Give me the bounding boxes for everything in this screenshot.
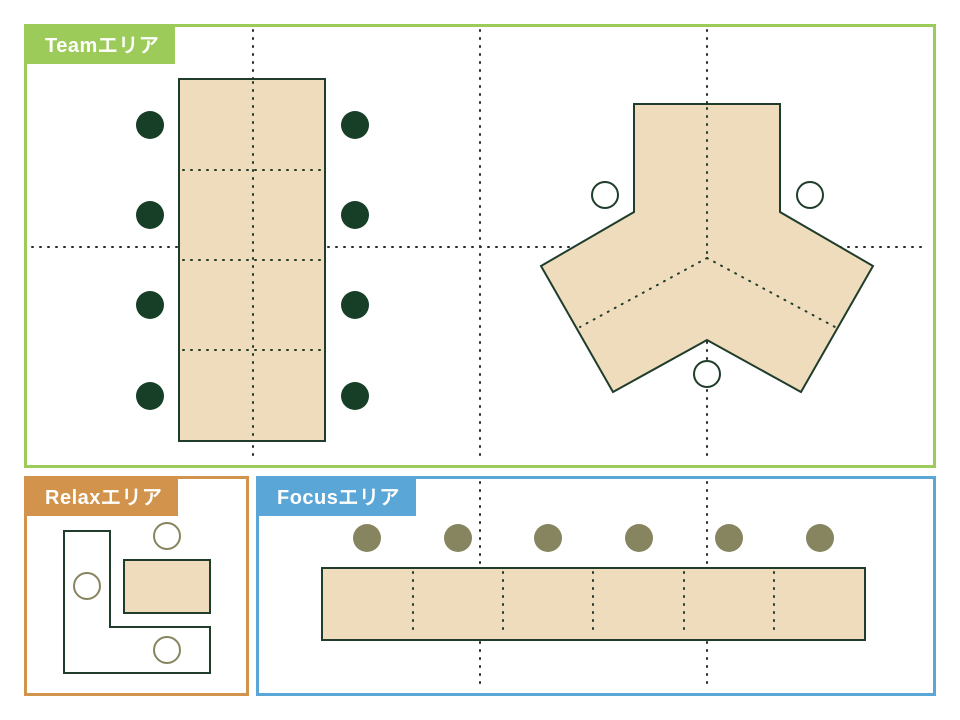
focus-zone-label: Focusエリア	[259, 479, 416, 516]
relax-zone: Relaxエリア	[24, 476, 249, 696]
seat	[444, 524, 472, 552]
seat	[136, 382, 164, 410]
team-open-seats	[591, 181, 824, 388]
team-zone: Teamエリア	[24, 24, 936, 468]
focus-seats	[353, 524, 834, 552]
seat	[715, 524, 743, 552]
seat	[806, 524, 834, 552]
seat	[136, 291, 164, 319]
open-seat	[153, 636, 181, 664]
team-y-table	[539, 103, 875, 394]
team-zone-label: Teamエリア	[27, 27, 176, 64]
seat	[341, 291, 369, 319]
relax-l-counter	[63, 530, 211, 674]
open-seat	[796, 181, 824, 209]
seat	[353, 524, 381, 552]
seat	[341, 382, 369, 410]
team-long-table	[178, 78, 326, 442]
open-seat	[153, 522, 181, 550]
seat	[341, 111, 369, 139]
open-seat	[591, 181, 619, 209]
seat	[625, 524, 653, 552]
relax-zone-label: Relaxエリア	[27, 479, 179, 516]
relax-open-seats	[73, 522, 181, 664]
seat	[534, 524, 562, 552]
seat	[136, 111, 164, 139]
seat	[341, 201, 369, 229]
focus-zone: Focusエリア	[256, 476, 936, 696]
team-seats	[136, 111, 369, 410]
open-seat	[73, 572, 101, 600]
focus-counter	[321, 567, 866, 641]
seat	[136, 201, 164, 229]
relax-table	[123, 559, 211, 614]
open-seat	[693, 360, 721, 388]
